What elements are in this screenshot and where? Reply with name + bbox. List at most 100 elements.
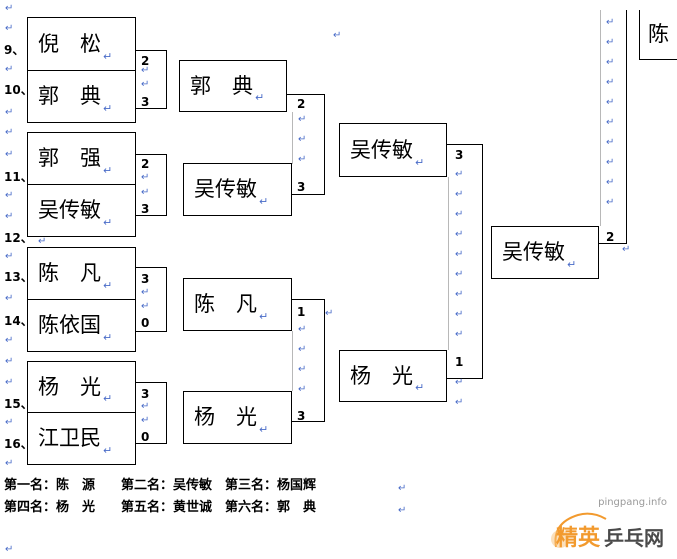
paragraph-mark: ↵ [298,114,307,125]
paragraph-mark: ↵ [398,483,407,494]
paragraph-mark: ↵ [455,169,464,180]
final-player-partial: 陈 [639,10,677,60]
r1-m3-player-a: 陈 凡↵ [27,247,136,300]
paragraph-mark: ↵ [38,236,47,247]
r2-m1-player-a: 郭 典↵ [179,60,287,112]
seed-15: 15、 [4,397,33,411]
r1-m2-connector-top [136,154,167,155]
r3-player-b: 杨 光↵ [339,350,447,402]
r4-player: 吴传敏↵ [491,226,599,279]
paragraph-mark: ↵ [5,458,14,469]
paragraph-mark: ↵ [325,308,334,319]
paragraph-mark: ↵ [333,30,342,41]
r2-m1-score-a: 2 [297,97,306,111]
r2-m1-player-b: 吴传敏↵ [183,163,292,216]
seed-11: 11、 [4,170,33,184]
paragraph-mark: ↵ [141,287,150,298]
r3-guide [448,177,449,350]
seed-16: 16、 [4,437,33,451]
paragraph-mark: ↵ [398,505,407,516]
r2-m2-player-b: 杨 光↵ [183,391,292,444]
watermark-url: pingpang.info [598,497,667,508]
r1-m4-player-b: 江卫民↵ [27,412,136,465]
paragraph-mark: ↵ [5,107,14,118]
paragraph-mark: ↵ [606,177,615,188]
paragraph-mark: ↵ [141,401,150,412]
paragraph-mark: ↵ [455,269,464,280]
r3-score-a: 3 [455,148,464,162]
r1-m3-score-a: 3 [141,272,150,286]
r1-m2-connector [166,154,167,215]
paragraph-mark: ↵ [141,301,150,312]
r1-m3-score-b: 0 [141,316,150,330]
r2-m1-connector-top [287,94,325,95]
seed-12: 12、 [4,231,33,245]
r1-m2-connector-bottom [136,215,167,216]
seed-14: 14、 [4,314,33,328]
paragraph-mark: ↵ [5,190,14,201]
r2-m1-score-b: 3 [297,180,306,194]
paragraph-mark: ↵ [298,134,307,145]
paragraph-mark: ↵ [5,377,14,388]
r1-m3-connector-bottom [136,331,167,332]
r1-m1-connector-bottom [136,108,167,109]
r1-m4-connector-bottom [136,443,167,444]
r1-m2-player-a: 郭 强↵ [27,132,136,185]
paragraph-mark: ↵ [141,172,150,183]
paragraph-mark: ↵ [5,544,14,555]
paragraph-mark: ↵ [606,117,615,128]
paragraph-mark: ↵ [455,189,464,200]
r1-m1-player-b: 郭 典↵ [27,70,136,123]
r1-m2-player-b: 吴传敏↵ [27,184,136,237]
seed-9: 9、 [4,43,25,57]
paragraph-mark: ↵ [455,329,464,340]
r3-connector-bottom [447,378,483,379]
paragraph-mark: ↵ [5,64,14,75]
r1-m1-connector [166,50,167,108]
r2-m2-connector-top [292,299,325,300]
seed-13: 13、 [4,270,33,284]
r4-guide [600,10,601,226]
r1-m4-score-a: 3 [141,387,150,401]
paragraph-mark: ↵ [5,211,14,222]
paragraph-mark: ↵ [455,209,464,220]
r2-m2-score-a: 1 [297,305,306,319]
paragraph-mark: ↵ [455,229,464,240]
watermark-logo: 精英 乒乓网 [551,512,664,551]
r1-m4-player-a: 杨 光↵ [27,361,136,413]
paragraph-mark: ↵ [606,97,615,108]
paragraph-mark: ↵ [455,249,464,260]
paragraph-mark: ↵ [455,309,464,320]
paragraph-mark: ↵ [5,23,14,34]
r3-connector-top [447,144,483,145]
svg-text:精英: 精英 [556,525,601,551]
r2-m2-player-a: 陈 凡↵ [183,278,292,331]
r2-m1-connector-bottom [292,194,325,195]
r3-player-a: 吴传敏↵ [339,123,447,177]
r2-m2-connector [324,299,325,421]
paragraph-mark: ↵ [606,57,615,68]
r2-m2-guide [292,331,293,391]
r2-m2-connector-bottom [292,421,325,422]
r1-m2-score-a: 2 [141,157,150,171]
paragraph-mark: ↵ [5,251,14,262]
paragraph-mark: ↵ [141,187,150,198]
r1-m1-score-a: 2 [141,54,150,68]
r1-m3-connector-top [136,267,167,268]
r4-connector-bottom [599,243,627,244]
paragraph-mark: ↵ [5,127,14,138]
r2-m1-guide [292,112,293,164]
r1-m1-score-b: 3 [141,95,150,109]
paragraph-mark: ↵ [298,344,307,355]
paragraph-mark: ↵ [5,356,14,367]
paragraph-mark: ↵ [5,3,14,14]
paragraph-mark: ↵ [606,17,615,28]
results-line-2: 第四名：杨 光 第五名：黄世诚 第六名：郭 典 [4,500,317,515]
r2-m2-score-b: 3 [297,409,306,423]
r2-m1-connector [324,94,325,194]
paragraph-mark: ↵ [298,364,307,375]
r1-m2-score-b: 3 [141,202,150,216]
paragraph-mark: ↵ [5,149,14,160]
results-line-1: 第一名：陈 源 第二名：吴传敏 第三名：杨国辉 [4,478,317,493]
